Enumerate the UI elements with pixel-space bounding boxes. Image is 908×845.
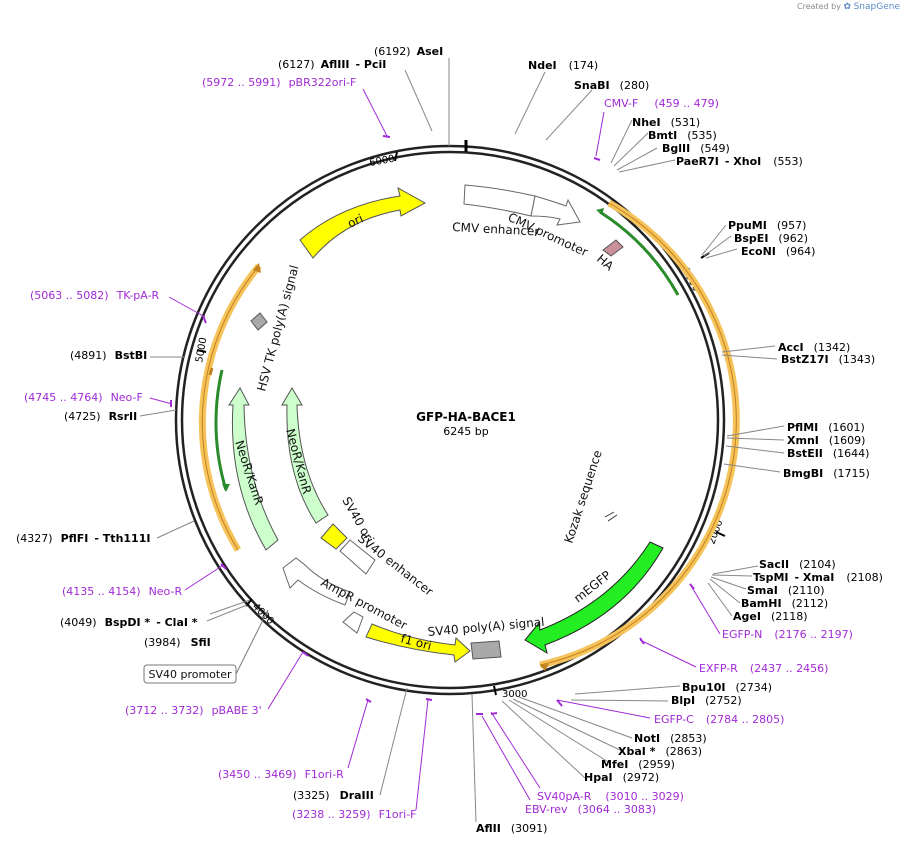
primer-label-f1ori-r: (3450 .. 3469)F1ori-R (218, 768, 344, 781)
ampr-promoter-feature[interactable] (282, 557, 351, 606)
snapgene-logo: SnapGene (853, 2, 900, 12)
enzyme-label-bspdi-clai: (4049)BspDI *- ClaI * (60, 616, 198, 629)
primer-label-neo-r: (4135 .. 4154)Neo-R (62, 585, 182, 598)
primer-label-pbr322ori-f: (5972 .. 5991)pBR322ori-F (202, 76, 356, 89)
plasmid-name: GFP-HA-BACE1 (416, 410, 516, 424)
sv40-polya-feature[interactable] (470, 640, 502, 660)
sv40-enhancer-feature[interactable] (339, 539, 376, 575)
green-arc-left-head (222, 484, 230, 492)
enzyme-label-afliii-pcii: (6127)AflIII- PciI (278, 58, 386, 71)
enzyme-label-hpai: HpaI(2972) (584, 771, 659, 784)
primer-label-ebv-rev: EBV-rev(3064 .. 3083) (525, 803, 656, 816)
ha-label: HA (594, 252, 617, 274)
tick-label-5000: 5000 (194, 337, 209, 364)
enzyme-label-blpi: BlpI(2752) (671, 694, 742, 707)
enzyme-label-bpu10i: Bpu10I(2734) (682, 681, 772, 694)
enzyme-label-xmni: XmnI(1609) (787, 434, 865, 447)
enzyme-label-tspmi-xmai: TspMI- XmaI(2108) (753, 571, 883, 584)
sv40-ori-feature[interactable] (320, 523, 348, 550)
primer-label-egfp-c: EGFP-C(2784 .. 2805) (654, 713, 784, 726)
enzyme-label-bmti: BmtI(535) (648, 129, 717, 142)
green-arc-right-head (596, 208, 604, 215)
neor-kanr-inner-label: NeoR/KanR (283, 427, 314, 495)
enzyme-label-econi: EcoNI(964) (741, 245, 815, 258)
cmv-promoter-feature[interactable] (530, 195, 581, 226)
sv40-polya-label: SV40 poly(A) signal (427, 615, 545, 639)
enzyme-label-bstbi: (4891)BstBI (70, 349, 147, 362)
hsv-tk-polya-feature[interactable] (250, 312, 268, 331)
enzyme-label-xbai: XbaI *(2863) (618, 745, 702, 758)
megfp-feature[interactable] (524, 541, 664, 655)
enzyme-label-agei: AgeI(2118) (733, 610, 808, 623)
orf-arrow-right-head (540, 664, 549, 671)
primer-label-sv40pa-r: SV40pA-R(3010 .. 3029) (537, 790, 684, 803)
enzyme-label-bstz17i: BstZ17I(1343) (781, 353, 875, 366)
enzyme-label-pflmi: PflMI(1601) (787, 421, 865, 434)
green-arc-right (599, 210, 680, 296)
primer-label-pbabe-3: (3712 .. 3732)pBABE 3' (125, 704, 262, 717)
primer-label-egfp-n: EGFP-N(2176 .. 2197) (722, 628, 853, 641)
primer-label-f1ori-f: (3238 .. 3259)F1ori-F (292, 808, 417, 821)
sv40-promoter-label: SV40 promoter (148, 668, 232, 681)
enzyme-label-bmgbi: BmgBI(1715) (783, 467, 870, 480)
enzyme-label-aflii: AflII(3091) (476, 822, 547, 835)
kozak-label: Kozak sequence (562, 448, 605, 544)
primer-label-cmv-f: CMV-F(459 .. 479) (604, 97, 719, 110)
enzyme-label-ndei: NdeI(174) (528, 59, 598, 72)
orf-band-right-line (539, 202, 737, 666)
hsv-tk-polya-label: HSV TK poly(A) signal (254, 264, 301, 393)
snapgene-leaf-icon: ✿ (843, 2, 852, 12)
enzyme-label-sfii: (3984)SfiI (144, 636, 211, 649)
enzyme-label-bsteii: BstEII(1644) (787, 447, 869, 460)
cmv-enhancer-label: CMV enhancer (452, 220, 540, 239)
backbone-inner-ring (180, 150, 720, 690)
ori-label: ori (345, 211, 365, 230)
enzyme-label-smai: SmaI(2110) (747, 584, 824, 597)
enzyme-label-draiii: (3325)DraIII (293, 789, 374, 802)
sv40-promoter-leader (235, 609, 269, 675)
enzyme-label-bglii: BglII(549) (662, 142, 730, 155)
enzyme-leader-lines (139, 58, 785, 823)
enzyme-label-paer7i-xhoi: PaeR7I- XhoI(553) (676, 155, 803, 168)
ha-feature[interactable] (602, 239, 624, 257)
backbone-outer-ring (174, 144, 726, 696)
primer-ticks (170, 135, 695, 715)
tick-label-4000: 4000 (250, 601, 276, 627)
enzyme-label-mfei: MfeI(2959) (601, 758, 675, 771)
f1-ori-feature[interactable] (365, 623, 471, 663)
enzyme-label-snabi: SnaBI(280) (574, 79, 649, 92)
ori-feature[interactable] (299, 187, 427, 259)
plasmid-length: 6245 bp (443, 425, 488, 438)
snapgene-credit: Created by ✿ SnapGene (797, 2, 900, 12)
green-arc-left (214, 369, 228, 491)
cmv-enhancer-feature[interactable] (463, 184, 536, 217)
enzyme-label-nhei: NheI(531) (632, 116, 700, 129)
orf-band-left-line (201, 265, 260, 551)
tick-label-3000: 3000 (502, 689, 527, 700)
primer-label-tk-pa-r: (5063 .. 5082)TK-pA-R (30, 289, 160, 302)
orf-arrow-left-head (253, 263, 261, 273)
ampr-promoter-label: AmpR promoter (319, 575, 410, 632)
enzyme-label-pflfi-tth111i: (4327)PflFI- Tth111I (16, 532, 150, 545)
primer-label-exfp-r: EXFP-R(2437 .. 2456) (699, 662, 828, 675)
ampr-small-arrow (342, 611, 364, 634)
primer-leader-lines (149, 88, 721, 811)
orf-arrow-left-tail (208, 367, 214, 376)
tick-label-6000: 6000 (369, 154, 396, 169)
enzyme-label-noti: NotI(2853) (634, 732, 707, 745)
enzyme-label-bamhi: BamHI(2112) (741, 597, 828, 610)
orf-band-right (539, 199, 740, 669)
created-by-text: Created by (796, 2, 841, 11)
enzyme-label-ppumi: PpuMI(957) (728, 219, 806, 232)
enzyme-label-rsrii: (4725)RsrII (64, 410, 137, 423)
enzyme-label-sacii: SacII(2104) (759, 558, 836, 571)
enzyme-label-acci: AccI(1342) (778, 341, 850, 354)
neor-kanr-outer-feature[interactable] (228, 387, 279, 551)
kozak-feature[interactable] (604, 511, 618, 522)
neor-kanr-inner-feature[interactable] (281, 387, 329, 524)
enzyme-label-bspei: BspEI(962) (734, 232, 808, 245)
enzyme-label-asei: (6192)AseI (374, 45, 443, 58)
primer-label-neo-f: (4745 .. 4764)Neo-F (24, 391, 143, 404)
